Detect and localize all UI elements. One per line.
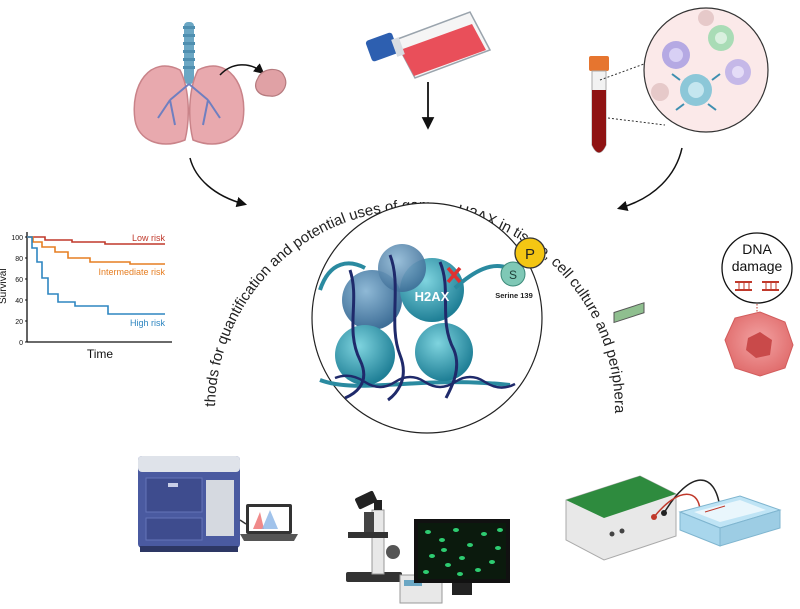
legend-low-risk: Low risk [132, 233, 166, 243]
broken-dna-icon [735, 281, 779, 291]
gel-tank-icon [678, 495, 782, 547]
svg-text:damage: damage [732, 258, 783, 274]
low-risk-curve [27, 236, 165, 245]
y-tick-label: 60 [15, 277, 23, 284]
pbmc-arrow [616, 147, 683, 212]
intermediate-risk-curve [27, 236, 165, 265]
legend-high-risk: High risk [130, 318, 166, 328]
black-lead [663, 479, 721, 514]
flow-cytometer-icon [138, 456, 240, 552]
lung-to-tissue-arrow [219, 63, 265, 76]
survival-x-label: Time [87, 347, 114, 361]
survival-chart: 0 20 40 60 80 100 Survival Time Low risk Inte… [0, 232, 172, 361]
y-tick-label: 20 [15, 319, 23, 326]
cytometer-cable [239, 519, 247, 525]
phosphate-icon [514, 237, 546, 269]
blood-tube-icon [589, 56, 609, 153]
microscope-icon [346, 490, 402, 582]
y-tick-label: 40 [15, 298, 23, 305]
y-tick-label: 100 [11, 235, 23, 242]
laptop-icon [240, 504, 298, 541]
break-x-icon [446, 266, 462, 284]
serine-letter: S [509, 268, 517, 282]
fluorescence-monitor-icon [414, 519, 510, 595]
survival-y-ticks: 0 20 40 60 80 100 [11, 235, 27, 347]
pbmc-zoom-circle [643, 7, 769, 133]
zoom-line-bottom [607, 117, 666, 126]
nucleosome-zoom-circle: H2AX S P Serine 139 [311, 202, 546, 434]
red-lead [653, 493, 701, 518]
survival-y-label: Survival [0, 268, 9, 304]
power-supply-icon [565, 302, 677, 561]
y-tick-label: 80 [15, 256, 23, 263]
svg-text:DNA: DNA [742, 241, 772, 257]
legend-intermediate-risk: Intermediate risk [98, 267, 165, 277]
y-tick-label: 0 [19, 340, 23, 347]
cell-culture-flask-icon [365, 11, 492, 79]
tissue-sample-icon [255, 68, 287, 97]
dna-damage-bubble: DNA damage [721, 232, 793, 304]
high-risk-curve [27, 236, 165, 315]
serine-139-label: Serine 139 [495, 291, 533, 300]
phosphate-label: P [525, 246, 535, 263]
damaged-cell-icon [724, 311, 794, 377]
lung-arrow [189, 157, 248, 208]
lungs-icon [133, 22, 245, 145]
h2ax-label: H2AX [415, 289, 450, 304]
